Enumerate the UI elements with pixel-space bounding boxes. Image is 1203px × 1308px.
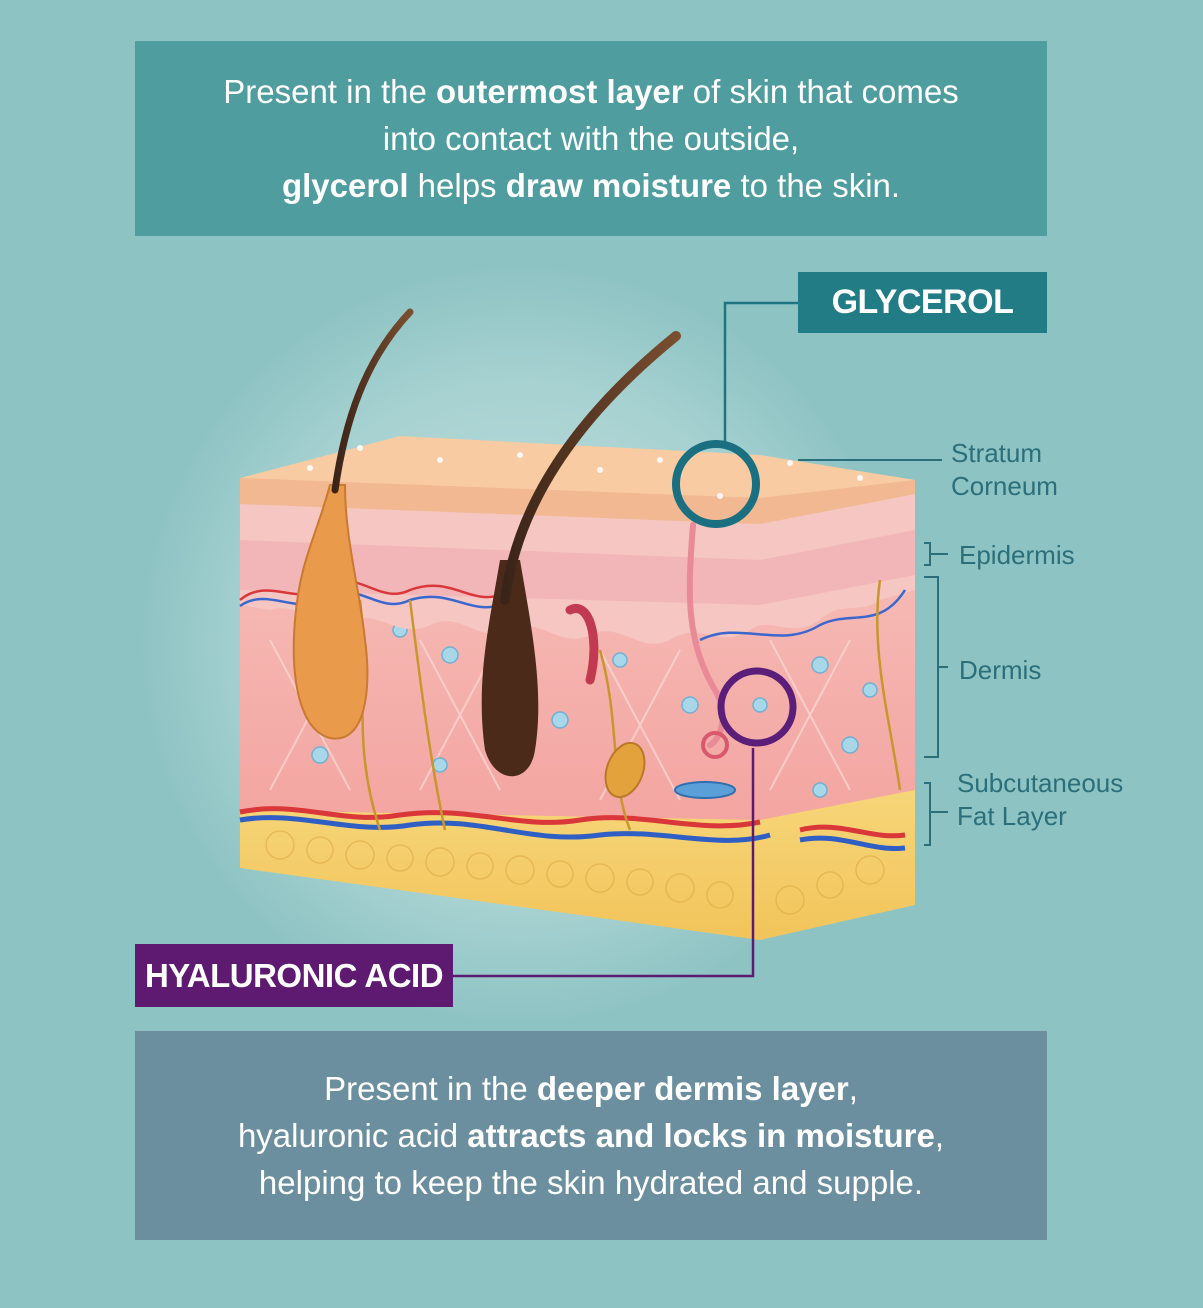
nerve-receptor: [674, 781, 736, 799]
dermis-label: Dermis: [959, 655, 1042, 685]
left-hair-shaft: [331, 308, 414, 494]
surface-pores: [307, 445, 863, 499]
fat-layer: [240, 780, 915, 940]
vein: [239, 815, 771, 843]
dermis-bracket: [924, 576, 948, 758]
capillary-loop-right: [699, 589, 907, 642]
epidermis-label: Epidermis: [959, 540, 1075, 570]
center-hair-shaft: [500, 331, 681, 605]
sweat-gland-coil: [701, 731, 729, 759]
artery: [239, 806, 761, 829]
top-line-2: into contact with the outside,: [382, 120, 800, 157]
hyaluronic-acid-tag: HYALURONIC ACID: [135, 944, 453, 1007]
vein-right: [799, 835, 906, 852]
arrector-muscle: [565, 604, 599, 685]
top-line-3: glycerol helps draw moisture to the skin…: [281, 167, 901, 204]
sebaceous-gland: [292, 484, 369, 740]
stratum-corneum-label: Stratum Corneum: [951, 438, 1058, 501]
bottom-line-3: helping to keep the skin hydrated and su…: [258, 1164, 924, 1201]
glycerol-marker-circle: [672, 440, 760, 528]
pacinian-corpuscle: [604, 741, 646, 799]
glycerol-leader-line: [723, 301, 798, 442]
capillary-loop: [239, 579, 501, 601]
bottom-line-1: Present in the deeper dermis layer,: [324, 1070, 858, 1107]
subcutaneous-fat-label: Subcutaneous Fat Layer: [957, 768, 1124, 831]
hyaluronic-leader-line: [453, 748, 755, 978]
dermis-cells: [311, 622, 878, 798]
center-follicle: [481, 560, 539, 777]
sweat-duct: [686, 522, 726, 748]
epidermis-cells-band: [240, 530, 915, 605]
hyaluronic-marker-circle: [717, 667, 797, 747]
fat-cells: [265, 830, 885, 915]
epidermis-bracket: [924, 542, 948, 566]
glycerol-description-box: Present in the outermost layer of skin t…: [135, 41, 1047, 236]
top-line-1: Present in the outermost layer of skin t…: [223, 73, 959, 110]
bottom-line-2: hyaluronic acid attracts and locks in mo…: [237, 1117, 945, 1154]
glycerol-tag: GLYCEROL: [798, 272, 1047, 333]
dermis-layer: [240, 580, 915, 820]
artery-right: [799, 824, 906, 839]
capillary-loop-blue: [239, 590, 501, 609]
hyaluronic-description-box: Present in the deeper dermis layer, hyal…: [135, 1031, 1047, 1240]
fat-bracket: [924, 782, 948, 846]
